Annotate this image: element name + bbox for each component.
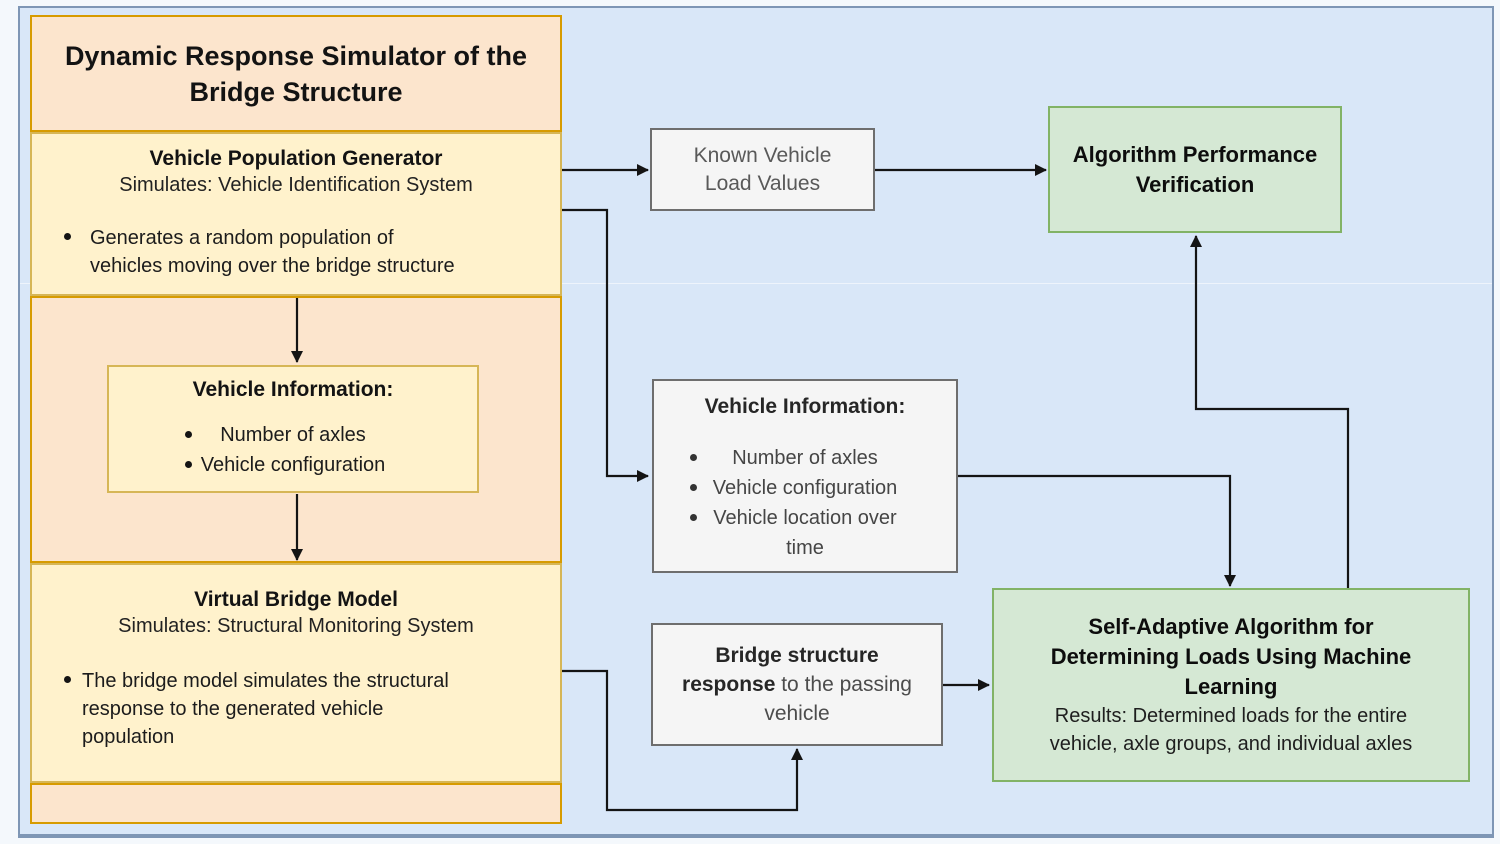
simulator-title: Dynamic Response Simulator of the Bridge… — [64, 41, 528, 107]
bridge-model-subtitle: Simulates: Structural Monitoring System — [118, 615, 474, 637]
background-seam-line — [20, 283, 1492, 284]
bridge-model-title: Virtual Bridge Model — [194, 588, 398, 611]
generator-subtitle: Simulates: Vehicle Identification System — [119, 174, 473, 196]
simulator-bottom-strip — [30, 783, 562, 824]
list-item: Number of axles — [109, 420, 477, 450]
list-item-text: Vehicle configuration — [712, 477, 898, 499]
bridge-model-bullet: The bridge model simulates the structura… — [32, 667, 560, 751]
self-adaptive-algorithm-box: Self-Adaptive Algorithm for Determining … — [992, 588, 1470, 782]
list-item: Vehicle configuration — [109, 450, 477, 480]
generator-bullet-text: Generates a random population of vehicle… — [90, 227, 455, 277]
vehicle-information-box: Vehicle Information: Number of axles Veh… — [652, 379, 958, 573]
bullet-dot-icon — [690, 514, 697, 521]
bridge-structure-response-label: Bridge structure response to the passing… — [682, 641, 912, 728]
virtual-bridge-model-box: Virtual Bridge Model Simulates: Structur… — [30, 563, 562, 783]
vehicle-information-list: Number of axles Vehicle configuration Ve… — [654, 443, 956, 563]
bullet-dot-icon — [64, 233, 71, 240]
vehicle-information-title: Vehicle Information: — [704, 395, 906, 418]
list-item: Vehicle location over time — [654, 503, 956, 563]
vehicle-information-inner-box: Vehicle Information: Number of axles Veh… — [107, 365, 479, 493]
bullet-dot-icon — [690, 454, 697, 461]
bridge-structure-response-box: Bridge structure response to the passing… — [651, 623, 943, 746]
self-adaptive-algorithm-results: Results: Determined loads for the entire… — [1049, 705, 1413, 755]
list-item-text: Vehicle configuration — [200, 454, 386, 476]
list-item-text: Vehicle location over time — [713, 507, 897, 559]
list-item-text: Number of axles — [732, 447, 878, 469]
vehicle-information-inner-list: Number of axles Vehicle configuration — [109, 420, 477, 480]
bridge-structure-response-rest: to the passing vehicle — [764, 673, 912, 725]
self-adaptive-algorithm-title: Self-Adaptive Algorithm for Determining … — [1050, 614, 1412, 699]
list-item-text: Number of axles — [220, 424, 366, 446]
algorithm-performance-verification-label: Algorithm Performance Verification — [1072, 141, 1318, 197]
bullet-dot-icon — [185, 431, 192, 438]
bullet-dot-icon — [64, 676, 71, 683]
known-vehicle-load-values-box: Known Vehicle Load Values — [650, 128, 875, 211]
vehicle-population-generator-box: Vehicle Population Generator Simulates: … — [30, 132, 562, 296]
list-item: Number of axles — [654, 443, 956, 473]
algorithm-performance-verification-box: Algorithm Performance Verification — [1048, 106, 1342, 233]
bullet-dot-icon — [185, 461, 192, 468]
bridge-model-bullet-text: The bridge model simulates the structura… — [82, 670, 449, 748]
known-vehicle-load-values-label: Known Vehicle Load Values — [693, 143, 832, 195]
generator-bullet: Generates a random population of vehicle… — [32, 224, 560, 280]
vehicle-information-inner-title: Vehicle Information: — [192, 378, 394, 401]
list-item: Vehicle configuration — [654, 473, 956, 503]
generator-title: Vehicle Population Generator — [149, 147, 443, 170]
simulator-header: Dynamic Response Simulator of the Bridge… — [30, 15, 562, 132]
bullet-dot-icon — [690, 484, 697, 491]
